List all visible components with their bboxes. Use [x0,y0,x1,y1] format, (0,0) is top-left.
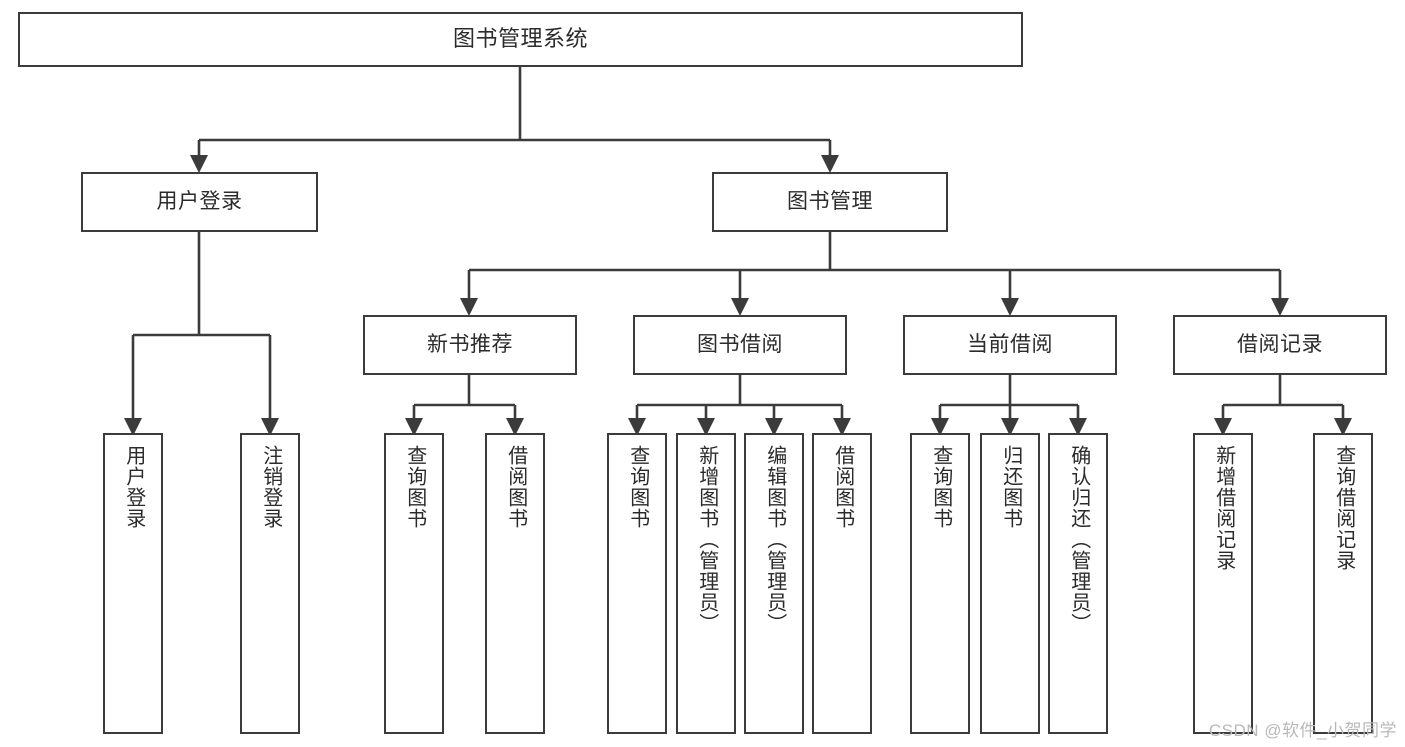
leaf-new-book-borrow-book[interactable]: 借阅图书 [485,433,545,734]
node-label: 用户登录 [122,445,145,529]
node-label: 确认归还（管理员） [1067,445,1090,634]
node-label: 新书推荐 [427,333,513,357]
leaf-current-query-book[interactable]: 查询图书 [910,433,970,734]
node-label: 归还图书 [999,445,1022,529]
leaf-current-confirm-return-admin[interactable]: 确认归还（管理员） [1048,433,1108,734]
node-current-borrow[interactable]: 当前借阅 [903,315,1117,375]
node-label: 新增借阅记录 [1212,445,1235,571]
node-label: 图书管理 [787,190,873,214]
node-label: 借阅图书 [831,445,854,529]
node-label: 借阅记录 [1237,333,1323,357]
leaf-record-add-borrow-record[interactable]: 新增借阅记录 [1193,433,1253,734]
node-label: 借阅图书 [504,445,527,529]
node-label: 查询图书 [626,445,649,529]
leaf-record-query-borrow-record[interactable]: 查询借阅记录 [1313,433,1373,734]
node-label: 注销登录 [259,445,282,529]
node-user-login[interactable]: 用户登录 [81,172,318,232]
node-label: 当前借阅 [967,333,1053,357]
node-label: 查询图书 [929,445,952,529]
node-label: 查询图书 [403,445,426,529]
node-borrow-record[interactable]: 借阅记录 [1173,315,1387,375]
node-root-system[interactable]: 图书管理系统 [18,12,1023,67]
watermark-text: CSDN @软件_小贺同学 [1208,721,1397,740]
leaf-borrow-add-book-admin[interactable]: 新增图书（管理员） [676,433,736,734]
node-label: 用户登录 [156,190,243,214]
leaf-borrow-query-book[interactable]: 查询图书 [607,433,667,734]
node-label: 图书借阅 [697,333,783,357]
node-new-book-recommend[interactable]: 新书推荐 [363,315,577,375]
leaf-logout[interactable]: 注销登录 [240,433,300,734]
node-book-borrow[interactable]: 图书借阅 [633,315,847,375]
leaf-borrow-borrow-book[interactable]: 借阅图书 [812,433,872,734]
node-book-management[interactable]: 图书管理 [712,172,948,232]
node-label: 查询借阅记录 [1332,445,1355,571]
node-label: 图书管理系统 [452,26,588,52]
leaf-new-book-query-book[interactable]: 查询图书 [384,433,444,734]
leaf-user-login[interactable]: 用户登录 [103,433,163,734]
leaf-borrow-edit-book-admin[interactable]: 编辑图书（管理员） [744,433,804,734]
leaf-current-return-book[interactable]: 归还图书 [980,433,1040,734]
node-label: 新增图书（管理员） [695,445,718,634]
node-label: 编辑图书（管理员） [763,445,786,634]
